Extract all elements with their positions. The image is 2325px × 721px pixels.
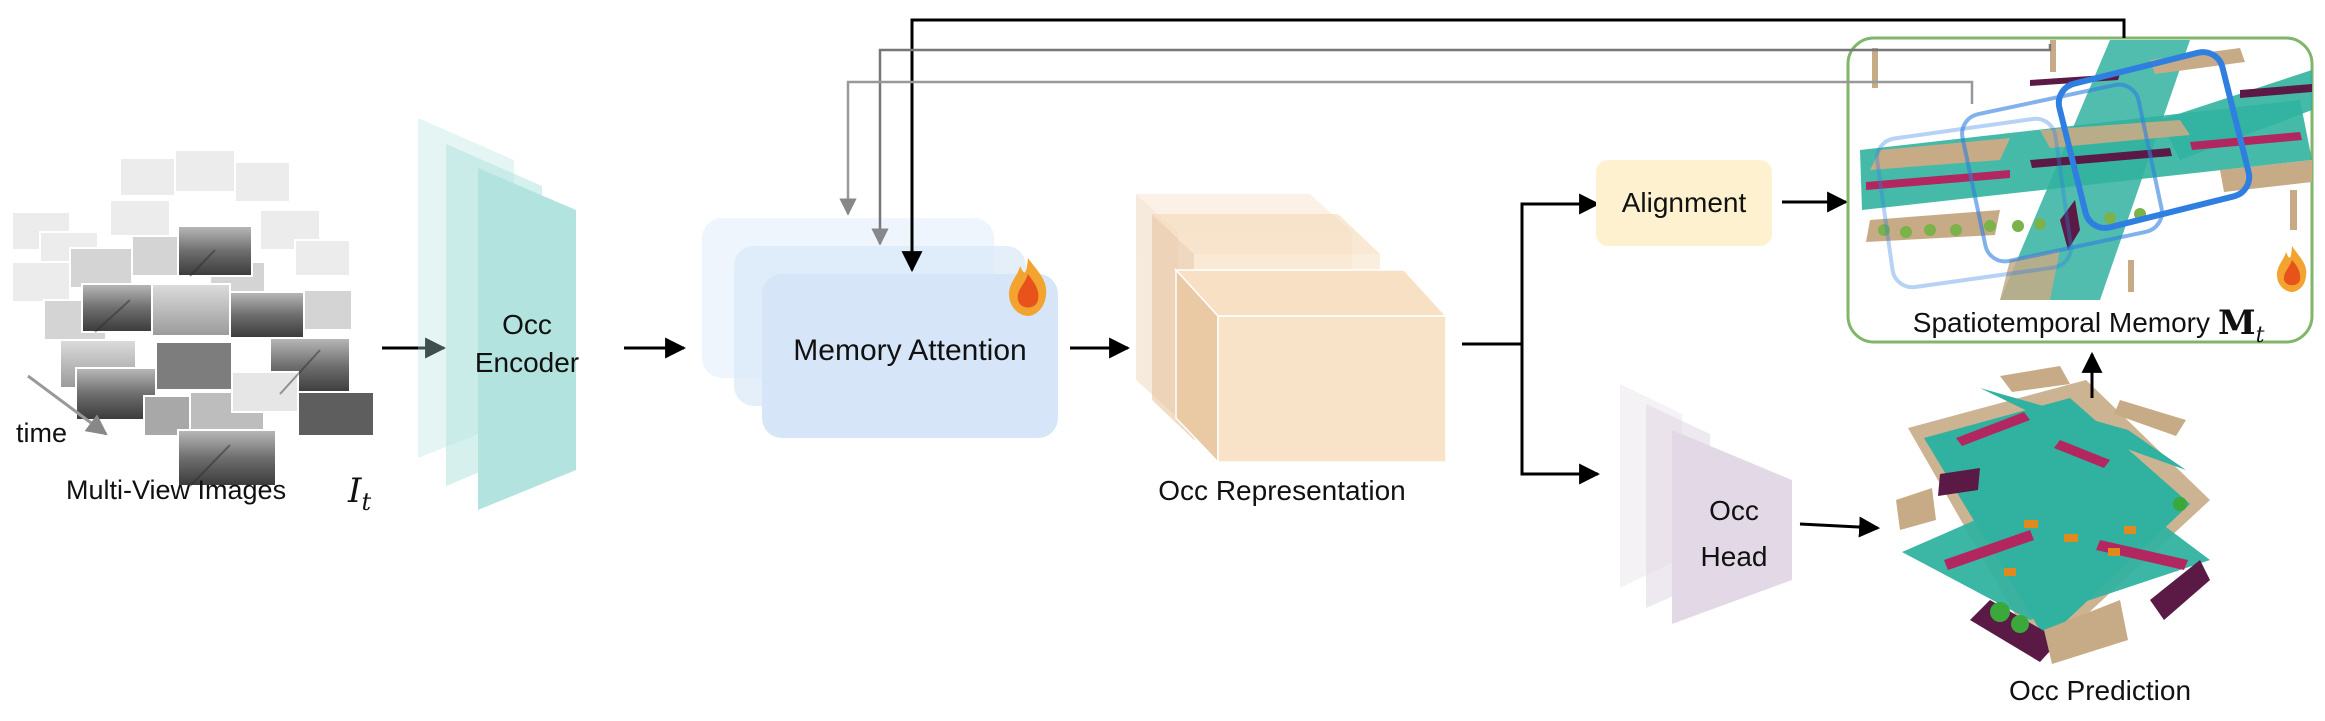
occ-encoder-label-2: Encoder: [475, 347, 579, 378]
multi-view-images-label: Multi-View Images: [66, 475, 286, 505]
occ-representation-block: [1136, 194, 1448, 464]
occ-prediction-scene: [1896, 366, 2210, 664]
memory-symbol: Mt: [2218, 303, 2265, 348]
occ-head-block: [1620, 384, 1792, 624]
occ-prediction-label: Occ Prediction: [2009, 675, 2191, 706]
memory-attention-label: Memory Attention: [793, 334, 1026, 367]
multi-view-image-stack: [11, 149, 375, 487]
images-symbol: It: [347, 471, 371, 516]
split-connector: [1462, 193, 1601, 485]
memory-attention-block: [702, 218, 1058, 438]
memory-feedback-connectors: [839, 18, 2126, 273]
occ-encoder-block: [418, 118, 576, 510]
arrow-head-to-prediction: [1799, 516, 1881, 538]
occ-representation-label: Occ Representation: [1158, 475, 1405, 506]
flame-icon: [2277, 246, 2307, 292]
occ-head-label: Occ: [1709, 495, 1759, 526]
spatiotemporal-memory-panel: [1846, 36, 2314, 344]
flame-icon: [1009, 258, 1047, 316]
occ-head-label-2: Head: [1701, 541, 1768, 572]
time-label: time: [16, 418, 67, 448]
spatiotemporal-memory-label: Spatiotemporal Memory: [1913, 307, 2210, 338]
occ-encoder-label: Occ: [502, 309, 552, 340]
alignment-label: Alignment: [1622, 187, 1747, 218]
time-arrow: [27, 374, 108, 436]
alignment-box: [1596, 160, 1772, 246]
